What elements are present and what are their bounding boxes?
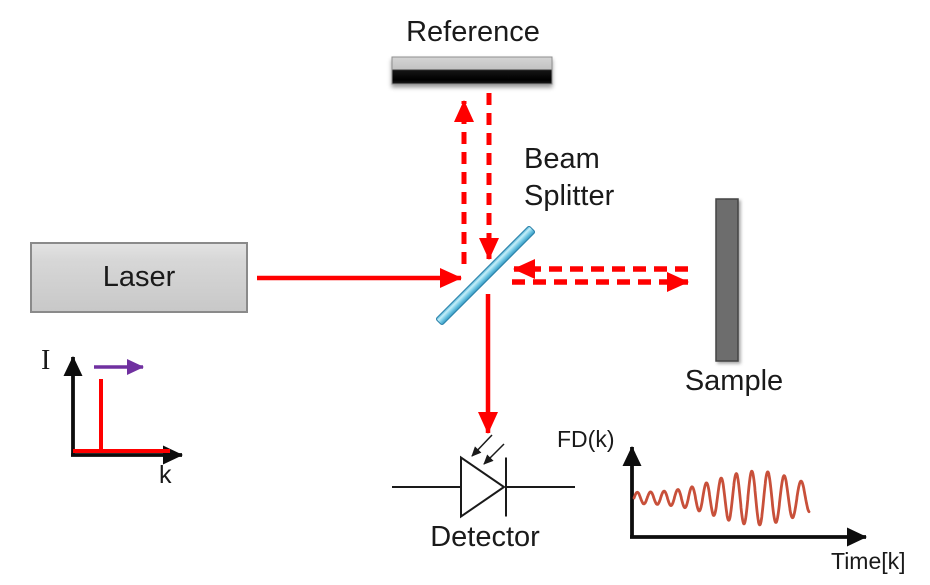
sample-slab [715,198,739,362]
light-ray-arrow-1 [471,434,493,457]
light-ray-arrow-2 [483,443,505,465]
beam-splitter-label-line1: Beam [524,143,600,175]
detector-symbol [392,434,575,519]
spectrum-xlabel: k [159,461,172,489]
interferogram-xlabel: Time[k] [831,548,906,574]
laser-label: Laser [102,260,176,293]
spectrum-plot [63,356,183,465]
reference-label: Reference [406,16,540,48]
detector-label: Detector [430,521,540,553]
spectrum-ylabel: I [41,345,51,376]
reference-mirror [391,56,553,85]
detector-diode-triangle [460,455,506,519]
beam-splitter [435,225,536,326]
sample-label: Sample [684,365,784,397]
beam-splitter-label-line2: Splitter [524,180,615,212]
interferogram-title: FD(k) [557,426,615,452]
interferogram-plot [622,446,867,547]
laser-box [30,242,248,313]
beam-splitter-label: Beam Splitter [524,141,614,215]
interferogram-waveform [632,469,811,527]
